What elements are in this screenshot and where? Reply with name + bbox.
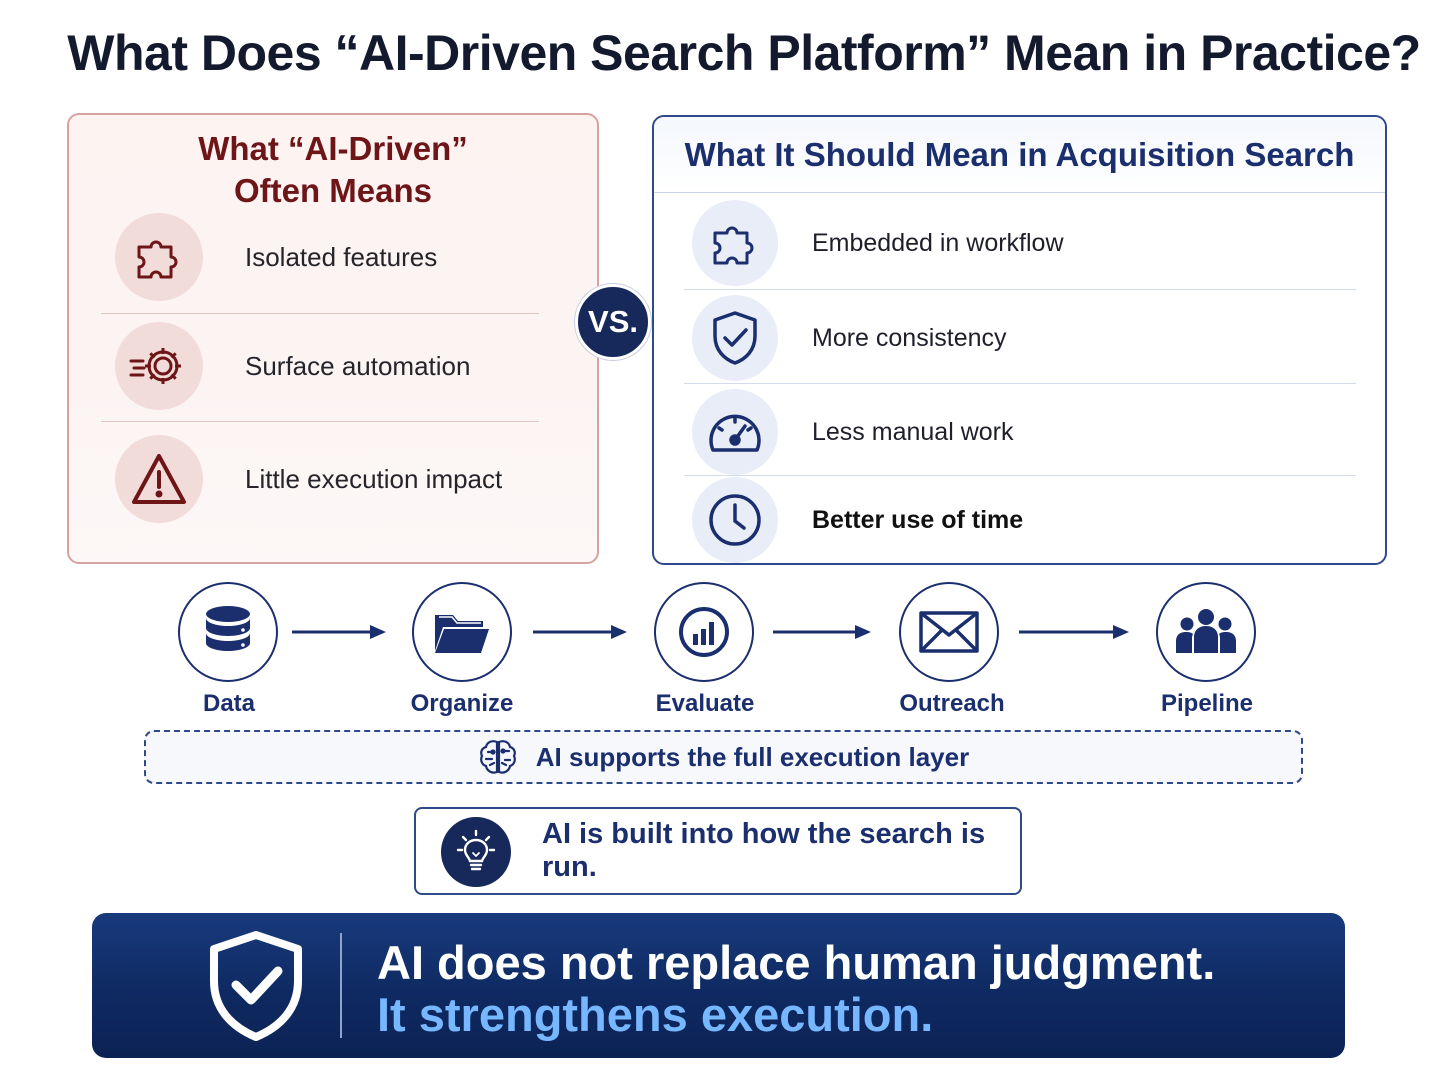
bar-chart-icon [679, 607, 729, 657]
flow-step-pipeline [1156, 582, 1256, 682]
flow-step-label: Outreach [899, 690, 1005, 717]
divider [101, 421, 539, 422]
left-item-label: Surface automation [245, 350, 471, 381]
right-item-less-manual-work: Less manual work [692, 389, 1352, 479]
arrow-right-icon [773, 625, 871, 639]
divider [684, 383, 1356, 384]
arrow-right-icon [533, 625, 627, 639]
page-title: What Does “AI-Driven Search Platform” Me… [67, 25, 1421, 81]
people-group-icon [1176, 609, 1236, 653]
support-layer-text: AI supports the full execution layer [535, 741, 970, 772]
built-in-text: AI is built into how the search is run. [542, 818, 986, 883]
flow-step-outreach [899, 582, 999, 682]
banner-line1: AI does not replace human judgment. [377, 936, 1216, 989]
left-panel-title: What “AI-Driven” Often Means [69, 130, 597, 210]
speedometer-icon [692, 389, 778, 475]
flow-step-label: Evaluate [655, 690, 755, 717]
arrow-right-icon [292, 625, 386, 639]
warning-triangle-icon [115, 435, 203, 523]
divider [684, 475, 1356, 476]
flow-step-label: Data [202, 690, 256, 717]
folder-icon [435, 615, 489, 653]
flow-step-evaluate [654, 582, 754, 682]
right-panel-should-mean: What It Should Mean in Acquisition Searc… [652, 115, 1387, 565]
arrow-right-icon [1019, 625, 1129, 639]
left-item-surface-automation: Surface automation [115, 322, 545, 414]
gear-icon [115, 322, 203, 410]
brain-icon [479, 740, 516, 774]
flow-step-label: Organize [410, 690, 514, 717]
flow-step-label: Pipeline [1160, 690, 1254, 717]
divider [684, 289, 1356, 290]
divider [101, 313, 539, 314]
shield-check-icon [692, 295, 778, 381]
puzzle-piece-icon [115, 213, 203, 301]
left-panel-often-means: What “AI-Driven” Often Means Isolated fe… [67, 113, 599, 564]
left-item-isolated-features: Isolated features [115, 213, 545, 305]
left-panel-title-line1: What “AI-Driven” [198, 130, 468, 167]
clock-icon [692, 477, 778, 563]
flow-step-organize [412, 582, 512, 682]
database-icon [206, 606, 250, 651]
right-item-embedded-in-workflow: Embedded in workflow [692, 200, 1352, 290]
built-in-box: AI is built into how the search is run. [414, 807, 1022, 895]
right-item-more-consistency: More consistency [692, 295, 1352, 385]
support-layer-box: AI supports the full execution layer [144, 730, 1303, 784]
banner-divider [340, 933, 342, 1038]
right-item-label: Better use of time [812, 505, 1024, 534]
left-item-little-execution-impact: Little execution impact [115, 435, 545, 527]
envelope-icon [919, 611, 979, 653]
right-item-label: Embedded in workflow [812, 228, 1064, 257]
right-item-label: Less manual work [812, 417, 1014, 446]
puzzle-piece-icon [692, 200, 778, 286]
lightbulb-icon [441, 817, 511, 887]
left-panel-title-line2: Often Means [233, 172, 433, 210]
left-item-label: Isolated features [245, 241, 438, 272]
flow-step-data [178, 582, 278, 682]
vs-badge: VS. [575, 284, 651, 360]
conclusion-banner: AI does not replace human judgment. It s… [92, 913, 1345, 1058]
banner-line2: It strengthens execution. [377, 988, 934, 1041]
shield-check-icon [210, 931, 302, 1041]
left-item-label: Little execution impact [245, 463, 503, 494]
right-item-better-use-of-time: Better use of time [692, 477, 1352, 567]
right-item-label: More consistency [812, 323, 1007, 352]
right-panel-title: What It Should Mean in Acquisition Searc… [654, 117, 1385, 193]
